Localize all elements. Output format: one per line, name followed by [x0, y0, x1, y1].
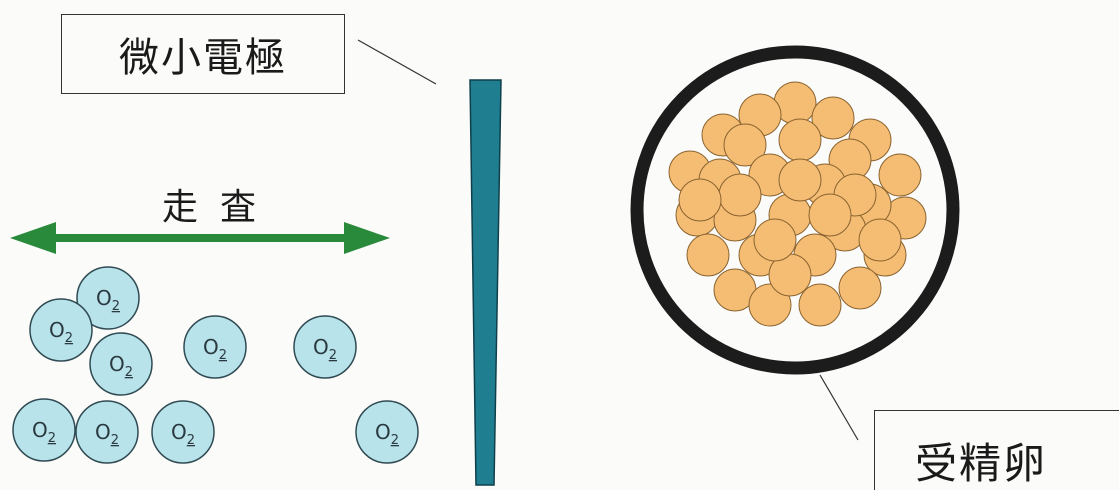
embryo-cell: [687, 234, 729, 276]
micro-electrode: [470, 80, 501, 485]
egg-leader-line: [820, 375, 858, 440]
oxygen-molecule: O2: [152, 401, 214, 463]
embryo-cell: [679, 179, 721, 221]
embryo-cell: [799, 284, 841, 326]
embryo-cell: [809, 194, 851, 236]
scan-arrow-right-head: [344, 222, 390, 254]
embryo-cell: [859, 219, 901, 261]
embryo-cell: [754, 219, 796, 261]
embryo-cell: [719, 174, 761, 216]
embryo-cell: [839, 267, 881, 309]
oxygen-molecule: O2: [356, 401, 418, 463]
oxygen-molecule: O2: [90, 333, 152, 395]
oxygen-molecule: O2: [30, 299, 92, 361]
oxygen-molecule: O2: [184, 316, 246, 378]
oxygen-molecule: O2: [13, 399, 75, 461]
scan-arrow-left-head: [10, 222, 56, 254]
fertilized-egg-label: 受精卵: [874, 410, 1119, 490]
embryo-cell: [879, 154, 921, 196]
electrode-leader-line: [358, 40, 436, 84]
electrode-label: 微小電極: [61, 14, 345, 94]
fertilized-egg: [637, 52, 953, 368]
oxygen-molecule: O2: [294, 316, 356, 378]
embryo-cell: [779, 159, 821, 201]
oxygen-molecule: O2: [76, 401, 138, 463]
embryo-cell: [779, 119, 821, 161]
scan-label: 走査: [140, 178, 300, 230]
